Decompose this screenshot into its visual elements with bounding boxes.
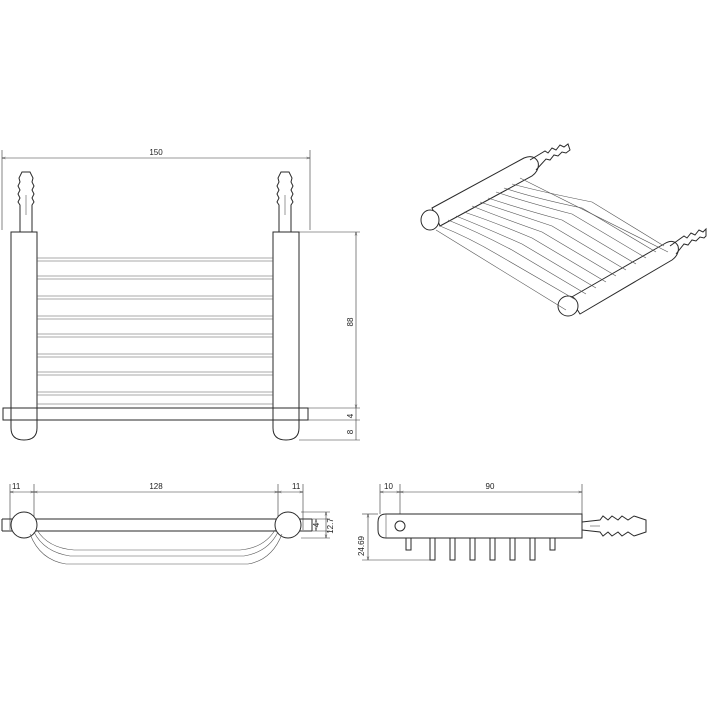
side-view: 10 90 24.69 <box>357 482 647 561</box>
front-view: 150 <box>1 148 360 441</box>
side-height-label: 24.69 <box>357 535 366 556</box>
side-main-bar <box>377 513 583 539</box>
top-view: 11 128 11 4 12.7 <box>1 482 335 565</box>
side-depth-label: 90 <box>486 482 495 491</box>
right-tube <box>272 231 300 441</box>
left-connector <box>17 171 35 232</box>
front-height-label: 88 <box>346 317 355 326</box>
left-tube <box>10 231 38 441</box>
top-left-margin-label: 11 <box>12 482 21 491</box>
front-bottom-bar <box>2 407 309 421</box>
top-left-tube-end <box>10 511 38 539</box>
front-rungs <box>37 257 273 396</box>
top-small-height-label: 4 <box>312 522 321 527</box>
front-offset-label: 4 <box>346 413 355 418</box>
front-bottom-label: 8 <box>346 429 355 434</box>
right-connector <box>276 171 294 232</box>
side-left-offset-label: 10 <box>384 482 393 491</box>
iso-wires <box>435 177 669 311</box>
front-width-label: 150 <box>149 148 163 157</box>
side-wire-stubs <box>405 537 556 561</box>
iso-front-tube <box>569 240 679 315</box>
top-right-margin-label: 11 <box>292 482 301 491</box>
top-tube-diameter-label: 12.7 <box>326 518 335 534</box>
side-hole <box>394 520 406 532</box>
top-span-label: 128 <box>149 482 163 491</box>
isometric-view <box>420 143 707 317</box>
iso-rear-tube <box>431 156 539 227</box>
top-right-tube-end <box>274 511 302 539</box>
